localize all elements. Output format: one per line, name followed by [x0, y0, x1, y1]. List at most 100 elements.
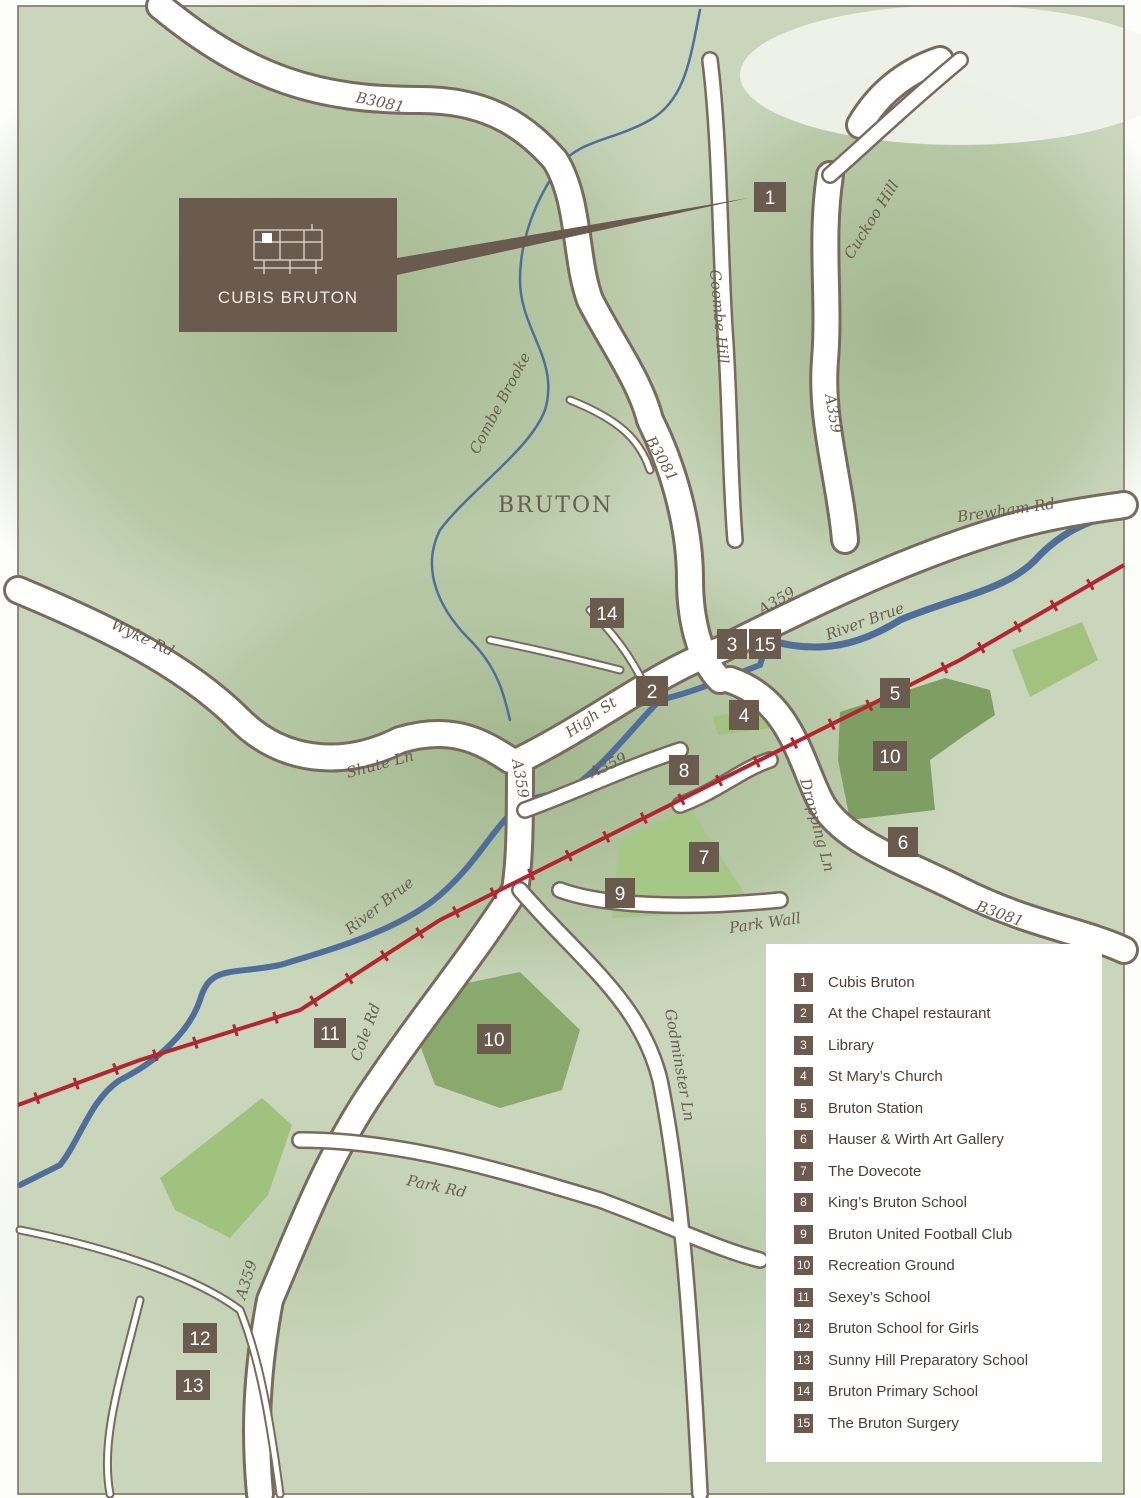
legend-number: 2: [794, 1003, 813, 1023]
lane-north: [567, 397, 653, 473]
svg-text:6: 6: [898, 833, 909, 854]
svg-text:3: 3: [727, 635, 738, 656]
railway-tie: [379, 949, 389, 962]
marker-13[interactable]: 13: [176, 1370, 210, 1400]
svg-text:1: 1: [765, 188, 776, 209]
railway-tie: [415, 927, 425, 939]
marker-5[interactable]: 5: [880, 678, 910, 708]
marker-14[interactable]: 14: [590, 598, 624, 628]
railway-tie: [827, 718, 836, 731]
legend-number: 8: [794, 1192, 813, 1212]
marker-3[interactable]: 3: [717, 629, 747, 659]
road-a359-cuckoo-hill: [812, 163, 857, 552]
marker-10-east[interactable]: 10: [873, 741, 907, 771]
road-b3081-north: [148, 0, 732, 692]
railway-tie: [677, 793, 686, 806]
railway-tie: [976, 641, 986, 654]
town-label: BRUTON: [498, 493, 613, 518]
park-dovecote: [612, 808, 755, 918]
road-coombe-hill: [703, 53, 742, 547]
cubis-bruton-callout[interactable]: CUBIS BRUTON: [179, 198, 397, 332]
legend-number: 14: [794, 1381, 813, 1401]
legend-label: The Bruton Surgery: [828, 1414, 959, 1432]
road-cuckoo-hill: [823, 53, 967, 182]
railway-tie: [602, 830, 611, 843]
marker-1[interactable]: 1: [754, 182, 786, 212]
legend-item[interactable]: 5 Bruton Station: [794, 1097, 923, 1119]
marker-8[interactable]: 8: [669, 755, 699, 785]
legend-label: At the Chapel restaurant: [828, 1004, 991, 1022]
marker-15[interactable]: 15: [749, 629, 781, 659]
marker-7[interactable]: 7: [689, 842, 719, 872]
svg-text:8: 8: [679, 761, 690, 782]
river-brue-east: [764, 508, 1128, 651]
legend-item[interactable]: 8 King’s Bruton School: [794, 1191, 967, 1213]
legend-item[interactable]: 15 The Bruton Surgery: [794, 1412, 959, 1434]
marker-6[interactable]: 6: [888, 827, 918, 857]
road-cuckoo-hill-top: [848, 48, 952, 137]
railway-tie: [152, 1049, 159, 1062]
railway-tie: [527, 868, 536, 881]
railway-tie: [309, 995, 319, 1008]
lane-south: [104, 1297, 143, 1497]
legend-label: Bruton Station: [828, 1099, 924, 1117]
svg-text:7: 7: [699, 848, 710, 869]
legend-item[interactable]: 2 At the Chapel restaurant: [794, 1002, 991, 1024]
railway-tie: [1013, 620, 1022, 633]
brand-pointer: [397, 198, 748, 275]
legend-label: Sexey’s School: [828, 1288, 931, 1306]
legend-number: 3: [794, 1035, 813, 1055]
svg-text:11: 11: [320, 1024, 340, 1045]
park-northeast: [1012, 622, 1098, 697]
legend-number: 11: [794, 1287, 813, 1307]
marker-12[interactable]: 12: [183, 1323, 217, 1353]
road-wyke-shute: [6, 578, 522, 772]
railway-tie: [752, 755, 761, 768]
legend-number: 5: [794, 1098, 813, 1118]
svg-text:13: 13: [182, 1376, 203, 1397]
lane-southwest: [17, 1227, 283, 1497]
railway: [17, 563, 1126, 1107]
legend-label: Bruton School for Girls: [828, 1319, 979, 1337]
marker-10-south[interactable]: 10: [477, 1024, 511, 1054]
railway-tie: [1049, 599, 1059, 612]
legend-number: 15: [794, 1413, 813, 1433]
legend-number: 9: [794, 1224, 813, 1244]
road-b3081-south: [718, 668, 1136, 962]
railway-tie: [272, 1011, 279, 1024]
svg-text:15: 15: [754, 635, 775, 656]
markers: 1 2 3 15 4 5 10 8 6 7 9 14 11 10 12 13: [176, 182, 918, 1400]
road-park-wall: [553, 883, 787, 912]
marker-9[interactable]: 9: [605, 878, 635, 908]
marker-2[interactable]: 2: [636, 676, 668, 706]
legend-item[interactable]: 11 Sexey’s School: [794, 1286, 930, 1308]
railway-tie: [344, 972, 354, 985]
road-a359-central: [673, 753, 777, 812]
legend-label: King’s Bruton School: [828, 1193, 967, 1211]
svg-text:5: 5: [890, 684, 901, 705]
legend-number: 6: [794, 1129, 813, 1149]
railway-tie: [451, 905, 461, 919]
legend-number: 7: [794, 1161, 813, 1181]
legend-item[interactable]: 1 Cubis Bruton: [794, 971, 915, 993]
railway-line: [17, 563, 1126, 1107]
railway-tie: [639, 812, 648, 825]
legend-number: 1: [794, 972, 813, 992]
combe-brooke: [430, 8, 702, 722]
railway-tie: [714, 774, 723, 787]
svg-text:2: 2: [647, 682, 658, 703]
marker-11[interactable]: 11: [314, 1018, 346, 1048]
marker-4[interactable]: 4: [729, 700, 759, 730]
legend-label: Cubis Bruton: [828, 973, 915, 991]
park-southwest: [160, 1098, 292, 1238]
railway-tie: [72, 1077, 80, 1090]
